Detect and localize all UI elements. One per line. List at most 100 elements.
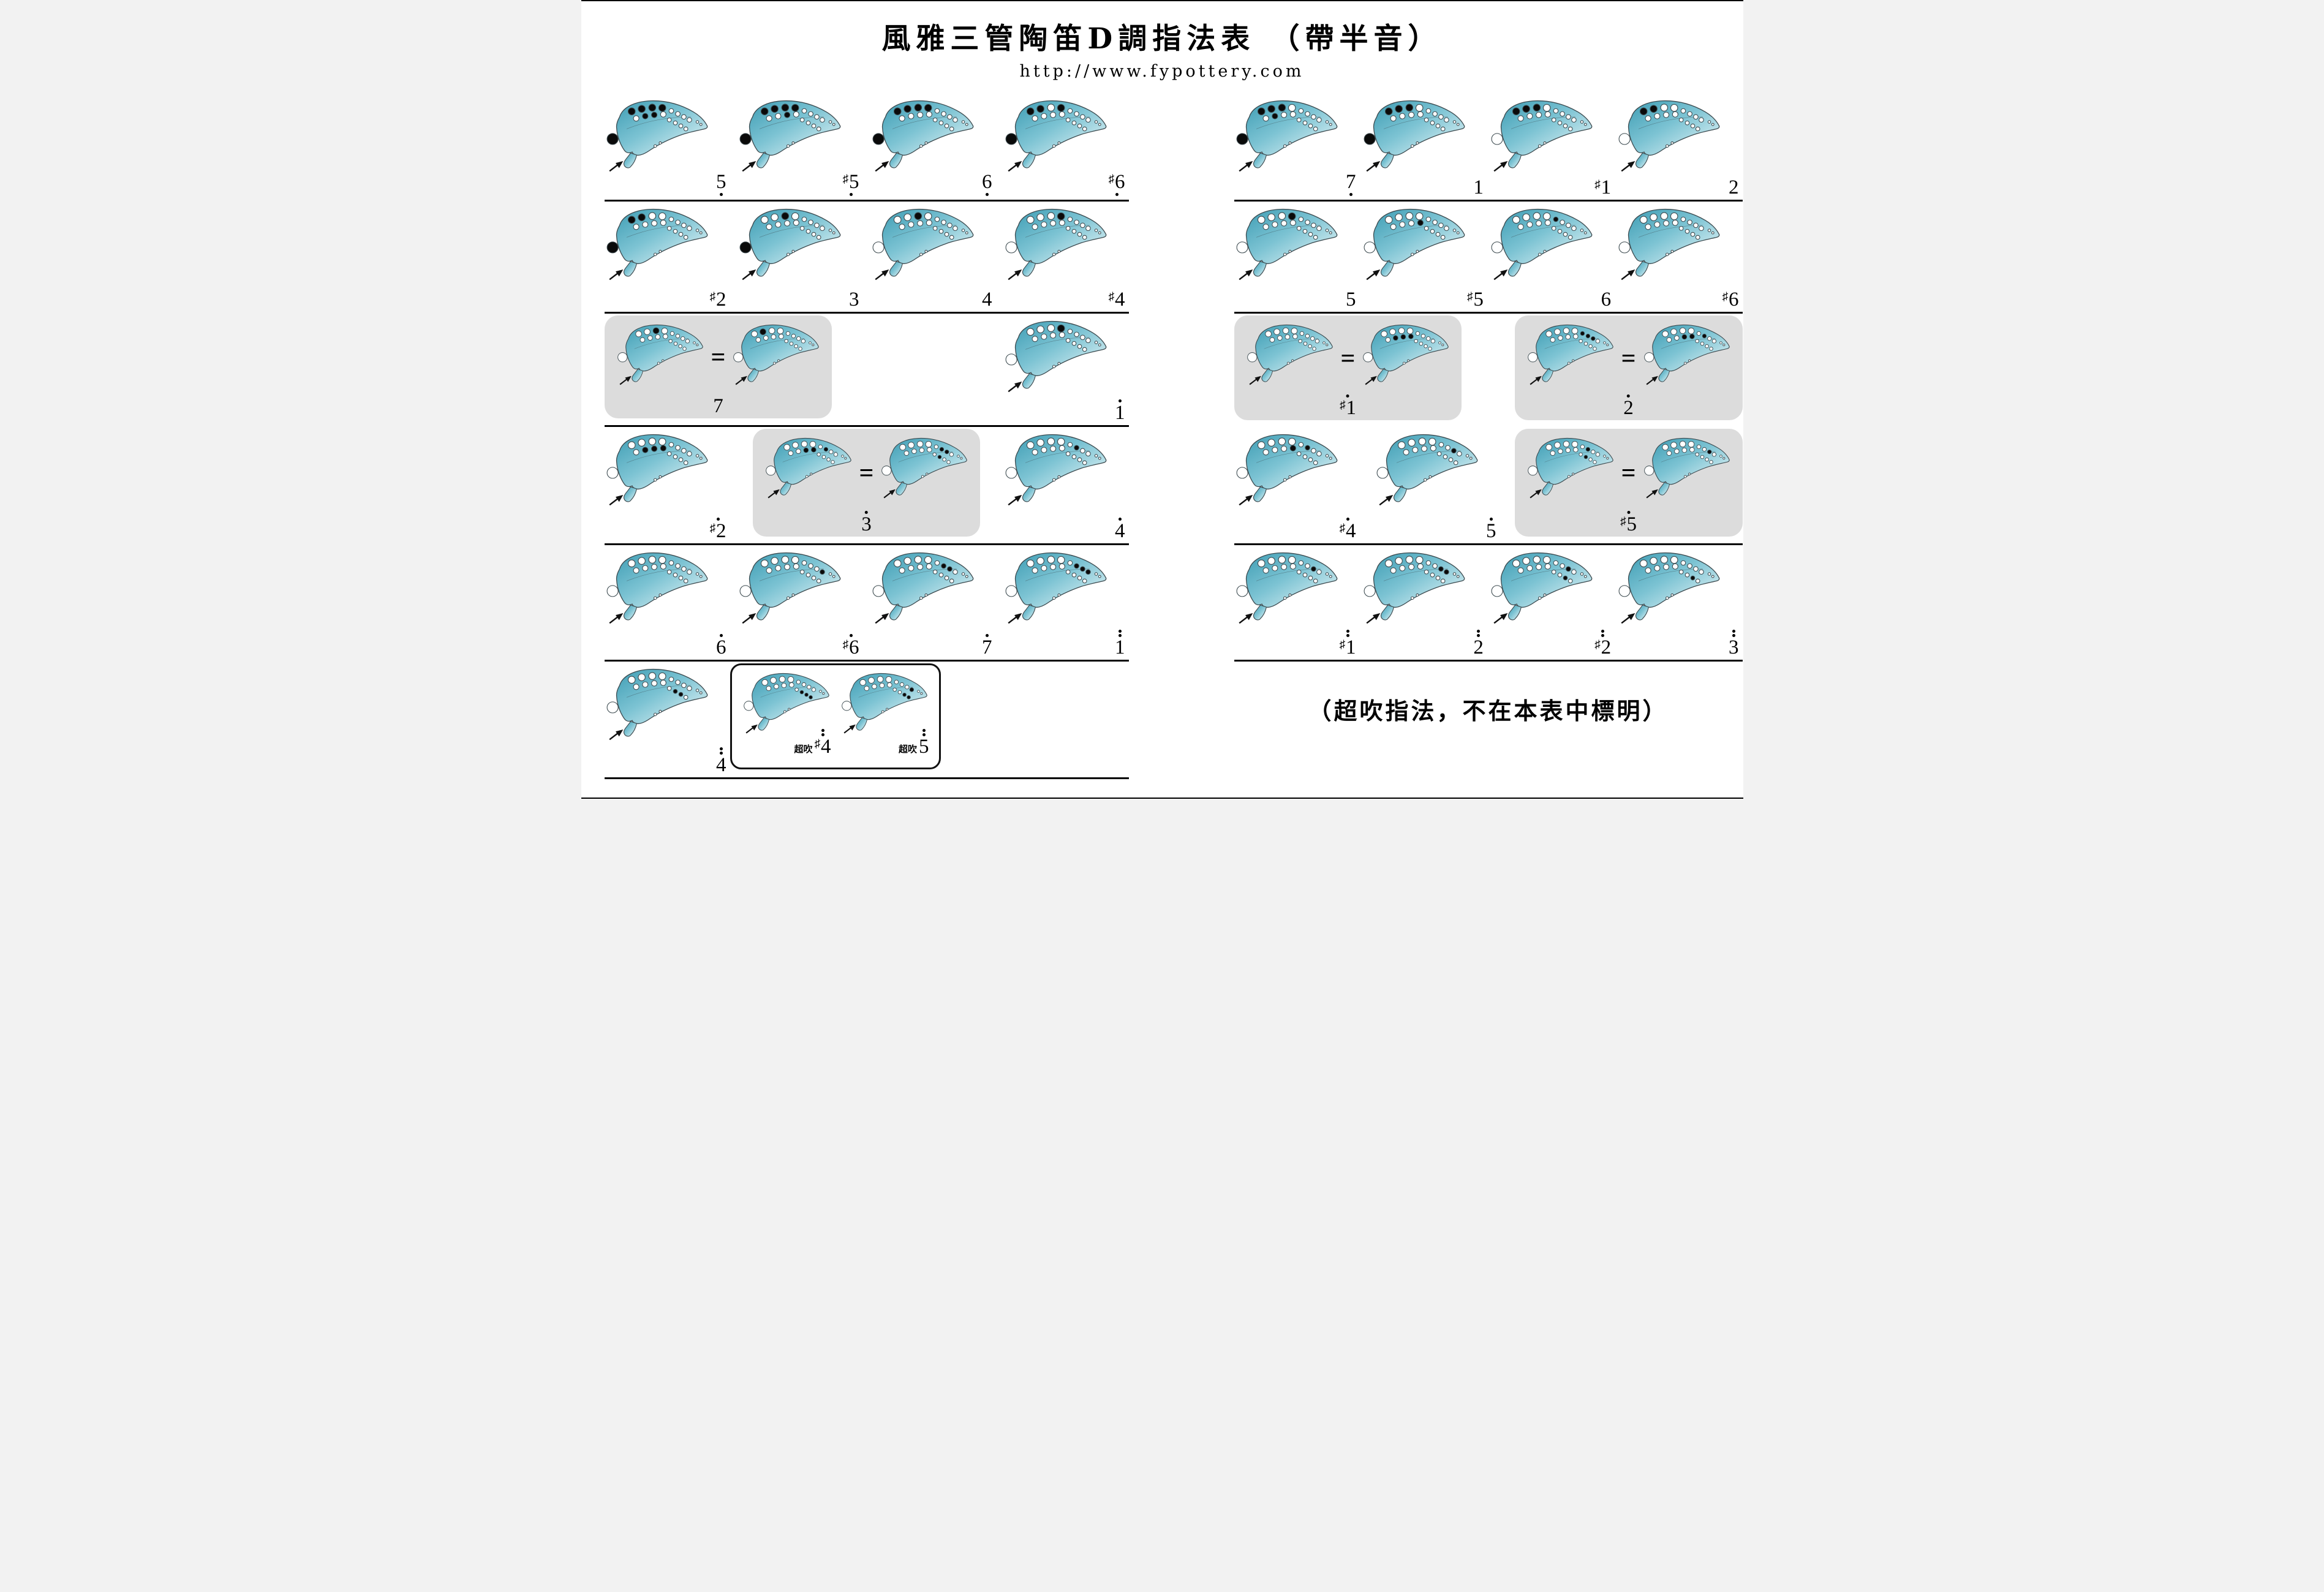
finger-hole-A1 bbox=[1640, 107, 1648, 116]
finger-hole-G1 bbox=[1666, 252, 1669, 257]
finger-hole-C1 bbox=[796, 679, 801, 685]
finger-hole-B3 bbox=[1420, 445, 1427, 452]
finger-hole-D4 bbox=[1592, 460, 1597, 464]
finger-hole-E1 bbox=[692, 341, 696, 344]
finger-hole-D1 bbox=[892, 687, 897, 692]
finger-hole-D2 bbox=[1685, 572, 1690, 578]
finger-hole-C2 bbox=[899, 682, 904, 687]
finger-hole-D4 bbox=[1708, 460, 1713, 464]
finger-hole-B3 bbox=[1280, 445, 1287, 452]
sharp-sign: ♯ bbox=[1339, 638, 1346, 651]
finger-hole-G1 bbox=[1052, 596, 1055, 600]
note-label: ♯2 bbox=[1594, 628, 1611, 657]
finger-hole-C3 bbox=[681, 682, 687, 688]
mouthpiece-arrow bbox=[1007, 384, 1017, 393]
finger-hole-B4 bbox=[788, 682, 794, 688]
finger-hole-T bbox=[1236, 585, 1248, 597]
note-label: ♯5 bbox=[1620, 510, 1637, 534]
finger-hole-D3 bbox=[944, 123, 949, 129]
finger-hole-C1 bbox=[1298, 560, 1303, 566]
finger-hole-C4 bbox=[1085, 338, 1091, 344]
finger-hole-A2 bbox=[1267, 213, 1275, 221]
note-label: 5 bbox=[716, 172, 726, 197]
finger-hole-G1 bbox=[1403, 361, 1406, 365]
equivalent-fingerings-box: =3 bbox=[752, 429, 981, 537]
finger-hole-B1 bbox=[756, 337, 761, 343]
finger-hole-A4 bbox=[1415, 556, 1424, 564]
finger-hole-G2 bbox=[1288, 475, 1291, 478]
finger-hole-D4 bbox=[1313, 578, 1318, 584]
finger-hole-D1 bbox=[799, 225, 804, 231]
finger-hole-A2 bbox=[770, 213, 779, 221]
fingering-cell: 5 bbox=[1234, 202, 1360, 312]
mouthpiece-arrow bbox=[619, 378, 628, 385]
finger-hole-C4 bbox=[1571, 225, 1577, 232]
finger-hole-B1 bbox=[1517, 224, 1524, 230]
finger-hole-B3 bbox=[1565, 447, 1571, 453]
note-number: 5 bbox=[1626, 513, 1637, 535]
finger-hole-G2 bbox=[1543, 141, 1547, 145]
note-label: ♯5 bbox=[843, 172, 859, 197]
finger-hole-B4 bbox=[1058, 111, 1065, 118]
finger-hole-A2 bbox=[1036, 325, 1044, 333]
fingering-cell: 4 bbox=[1003, 427, 1129, 543]
mouthpiece bbox=[623, 605, 637, 621]
finger-hole-C4 bbox=[949, 452, 954, 457]
finger-hole-B1 bbox=[1517, 115, 1524, 122]
finger-hole-A4 bbox=[658, 212, 666, 221]
finger-hole-C1 bbox=[1067, 560, 1073, 566]
finger-hole-A2 bbox=[1395, 105, 1403, 113]
finger-hole-A2 bbox=[1670, 442, 1677, 448]
finger-hole-B1 bbox=[633, 224, 639, 230]
fingering-cell: 1 bbox=[1003, 314, 1129, 425]
finger-hole-A3 bbox=[1278, 212, 1286, 220]
finger-hole-A2 bbox=[1267, 105, 1275, 113]
finger-hole-A4 bbox=[658, 556, 666, 564]
mouthpiece-arrow bbox=[1530, 491, 1538, 499]
finger-hole-G1 bbox=[881, 710, 885, 714]
finger-hole-E1 bbox=[1452, 120, 1457, 124]
finger-hole-E1 bbox=[695, 572, 699, 576]
finger-hole-C2 bbox=[1687, 219, 1693, 225]
finger-hole-D4 bbox=[1082, 460, 1087, 466]
mouthpiece bbox=[1635, 153, 1650, 168]
finger-hole-E1 bbox=[1580, 120, 1584, 124]
finger-hole-G1 bbox=[1410, 252, 1414, 257]
finger-hole-B2 bbox=[1040, 447, 1047, 453]
finger-hole-A2 bbox=[1650, 557, 1658, 565]
finger-hole-D4 bbox=[1082, 126, 1087, 132]
finger-hole-D1 bbox=[1552, 225, 1556, 231]
finger-hole-B1 bbox=[1390, 567, 1397, 574]
finger-hole-G1 bbox=[919, 252, 922, 257]
finger-hole-D3 bbox=[902, 692, 907, 697]
finger-hole-D2 bbox=[1557, 120, 1563, 126]
finger-hole-D3 bbox=[678, 575, 683, 581]
fingering-cell: ♯5 bbox=[1362, 202, 1487, 312]
finger-hole-D3 bbox=[1308, 575, 1313, 581]
finger-hole-A1 bbox=[1384, 216, 1393, 224]
finger-hole-T bbox=[606, 467, 619, 479]
finger-hole-E2 bbox=[821, 692, 824, 695]
finger-hole-A2 bbox=[1407, 439, 1416, 447]
finger-hole-C3 bbox=[1079, 566, 1085, 572]
ocarina-diagram bbox=[872, 100, 973, 172]
sharp-sign: ♯ bbox=[842, 638, 849, 651]
finger-hole-A2 bbox=[643, 328, 651, 335]
finger-hole-A4 bbox=[1291, 327, 1297, 334]
note-number: 5 bbox=[1473, 288, 1484, 311]
ocarina-diagram bbox=[733, 324, 820, 385]
ocarina-diagram bbox=[872, 208, 973, 281]
finger-hole-C1 bbox=[1696, 444, 1701, 450]
finger-hole-D3 bbox=[678, 457, 683, 462]
note-label: ♯1 bbox=[1340, 393, 1356, 418]
finger-hole-B1 bbox=[633, 567, 639, 574]
finger-hole-E1 bbox=[1708, 572, 1711, 576]
finger-hole-C1 bbox=[1553, 108, 1559, 114]
finger-hole-A2 bbox=[1267, 557, 1275, 565]
finger-hole-E1 bbox=[840, 455, 844, 458]
finger-hole-E2 bbox=[1329, 456, 1332, 460]
finger-hole-D2 bbox=[1071, 228, 1076, 234]
octave-dots-above bbox=[719, 633, 723, 638]
finger-hole-D1 bbox=[1694, 339, 1699, 344]
